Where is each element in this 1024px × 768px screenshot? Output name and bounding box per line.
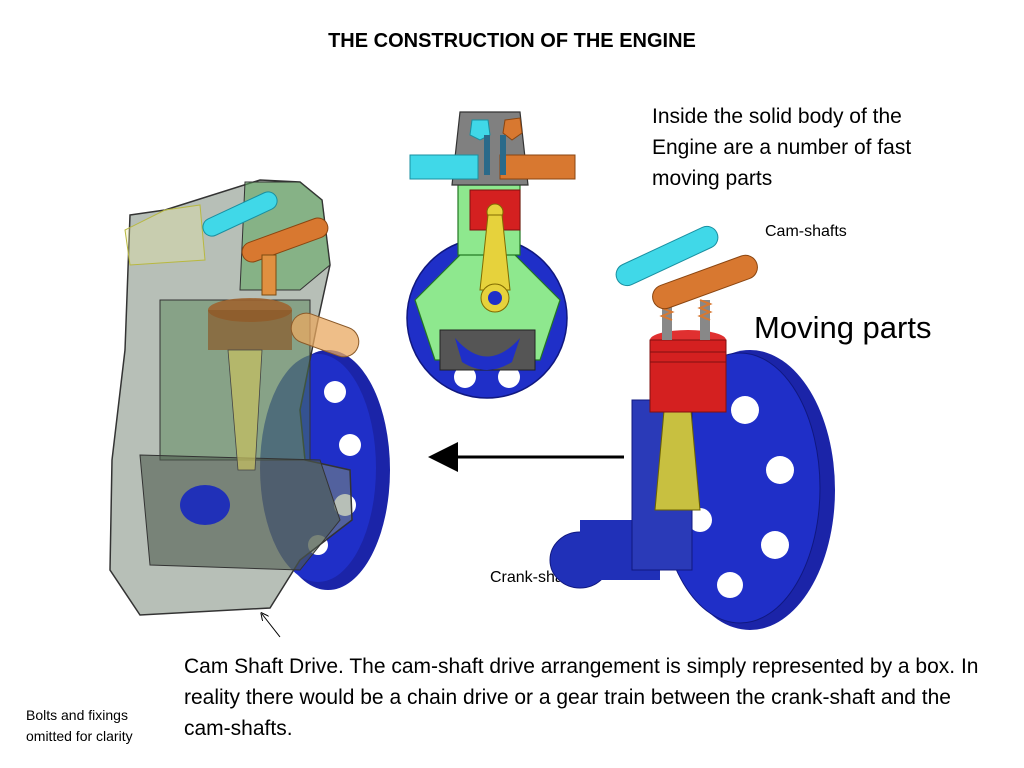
bolts-note: Bolts and fixings omitted for clarity — [26, 707, 133, 744]
left-camshafts — [202, 191, 329, 296]
cam-shafts-label: Cam-shafts — [765, 223, 847, 240]
cam-drive-note: Cam Shaft Drive. The cam-shaft drive arr… — [184, 655, 979, 740]
page-title: THE CONSTRUCTION OF THE ENGINE — [328, 30, 696, 52]
moving-parts-label: Moving parts — [754, 310, 932, 345]
engine-assembly — [109, 179, 390, 616]
crank-shaft-label: Crank-shaft — [490, 569, 573, 586]
engine-cross-section — [406, 111, 576, 399]
inside-body-note: Inside the solid body of the Engine are … — [652, 105, 912, 190]
moving-parts-assembly — [549, 225, 835, 630]
bolts-pointer — [262, 614, 281, 638]
